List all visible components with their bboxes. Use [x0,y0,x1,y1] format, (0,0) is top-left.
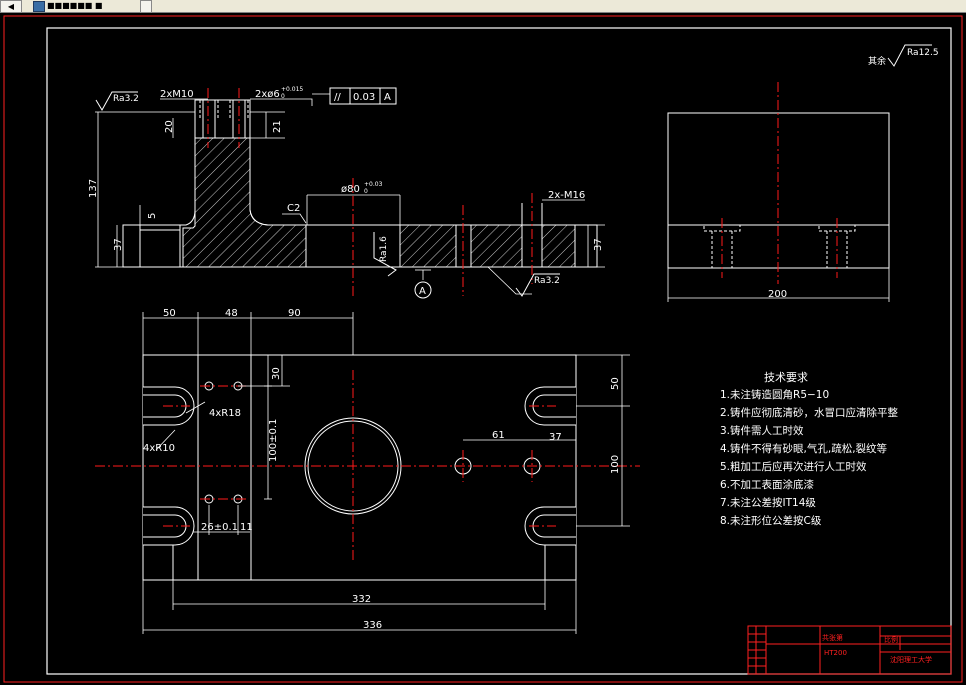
plan-outline [142,354,577,581]
plan-labels: 50 48 90 30 4xR18 4xR10 100±0.1 26±0.1 1… [143,308,621,631]
fcf-tolerance: 0.03 [353,92,375,103]
plan-hole-4xr18: 4xR18 [209,408,241,419]
fcf-parallelism: // [334,92,341,103]
fcf-datum: A [384,92,391,103]
dim-21: 21 [272,120,283,133]
plan-dim-37: 37 [549,432,562,443]
app-toolbar: ◀ ■■■■■■ ■ [0,0,966,13]
tech-req-item: 2.铸件应彻底清砂，水冒口应清除平整 [720,406,899,419]
section-outline [122,99,598,268]
plan-centerlines [95,370,640,560]
title-block [747,625,952,675]
hole-2x6: 2xø6 [255,89,280,100]
title-school: 沈阳理工大学 [890,655,932,664]
tech-req-item: 7.未注公差按IT14级 [720,496,816,509]
section-view [122,99,598,268]
technical-requirements: 技术要求 1.未注铸造圆角R5−10 2.铸件应彻底清砂，水冒口应清除平整 3.… [720,371,899,527]
tech-req-item: 3.铸件需人工时效 [720,424,804,437]
dim-5: 5 [147,213,158,219]
plan-dimensions [142,312,630,634]
bore-tol: +0.03 [364,181,383,188]
outer-sheet-border [3,15,963,683]
dim-37-left: 37 [113,238,124,251]
plan-dim-100-tol: 100±0.1 [268,419,279,462]
roughness-symbol-top-left: Ra3.2 [95,91,139,111]
roughness-symbol-right: Ra3.2 [515,273,560,297]
tech-req-item: 6.不加工表面涂底漆 [720,478,815,491]
hole-2x6-tol-low: 0 [281,93,285,100]
section-hatch-right-c [541,224,576,268]
section-hatch-right-a [399,224,457,268]
plan-dim-30: 30 [271,367,282,380]
title-label-a: 共张第 [822,633,843,642]
tech-req-item: 8.未注形位公差按C级 [720,514,822,527]
overall-roughness-symbol: 其余 Ra12.5 [868,44,939,67]
toolbar-back-button[interactable]: ◀ [0,0,22,13]
title-label-b: 比例 [884,635,898,644]
dim-37-right: 37 [593,238,604,251]
document-icon [33,1,45,12]
plan-dim-100-right: 100 [610,455,621,474]
tab-close-button[interactable] [140,0,152,13]
bore-dia: ø80 [341,184,360,195]
title-material: HT200 [824,649,847,657]
title-block-text: 共张第 比例 HT200 沈阳理工大学 [822,633,932,664]
side-width-200: 200 [768,289,787,300]
datum-a-label: A [419,286,426,297]
thread-2xm10: 2xM10 [160,89,194,100]
plan-dim-332: 332 [352,594,371,605]
document-tab-title[interactable]: ■■■■■■ ■ [47,1,103,10]
tech-req-item: 4.铸件不得有砂眼,气孔,疏松,裂纹等 [720,442,888,455]
plan-slot-4xr10: 4xR10 [143,443,175,454]
roughness-right-value: Ra3.2 [534,276,560,286]
tech-req-title: 技术要求 [764,371,808,384]
datum-marker-a: A [414,281,432,299]
feature-control-frame: // 0.03 A [329,87,397,105]
tech-req-item: 1.未注铸造圆角R5−10 [720,388,829,401]
section-hatch-right-b [470,224,523,268]
drawing-canvas: 其余 Ra12.5 [3,15,963,683]
dim-20: 20 [164,120,175,133]
side-view-centerlines [721,82,838,284]
plan-dim-48: 48 [225,308,238,319]
plan-dim-50-top: 50 [163,308,176,319]
plan-dim-50-right: 50 [610,377,621,390]
inner-drawing-frame [46,27,952,675]
thread-2xm16: 2x-M16 [548,190,585,201]
roughness-overall-value: Ra12.5 [907,48,939,58]
plan-dim-61: 61 [492,430,505,441]
plan-dim-11: 11 [240,522,253,533]
chamfer-c2: C2 [287,203,300,214]
plan-dim-26-tol: 26±0.1 [201,522,238,533]
tech-req-item: 5.粗加工后应再次进行人工时效 [720,460,867,473]
section-dimensions [95,93,605,295]
section-labels: 2xM10 2xø6 +0.015 0 20 21 137 5 37 37 C2… [88,86,604,251]
roughness-bore-value: Ra1.6 [379,236,389,262]
roughness-top-left-value: Ra3.2 [113,94,139,104]
dim-137: 137 [88,179,99,198]
bore-tol-low: 0 [364,188,368,195]
roughness-symbol-bore: Ra1.6 [373,232,397,277]
roughness-prefix: 其余 [868,55,886,67]
section-centerlines [207,88,533,296]
plan-view [142,354,577,581]
plan-dim-90: 90 [288,308,301,319]
hole-2x6-tol: +0.015 [281,86,303,93]
plan-dim-336: 336 [363,620,382,631]
